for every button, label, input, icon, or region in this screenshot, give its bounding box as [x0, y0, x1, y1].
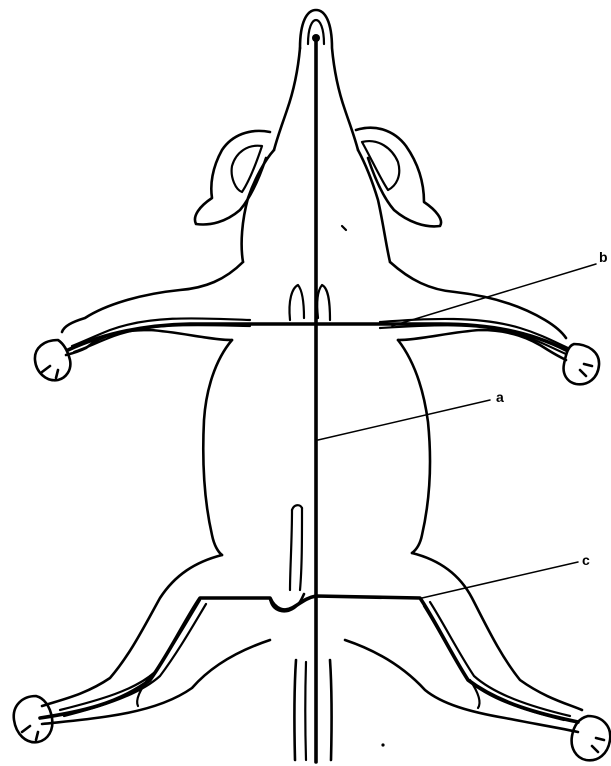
leader-b [392, 264, 596, 326]
right-fore-hoof [564, 344, 599, 384]
label-c: c [582, 552, 590, 568]
left-hind-hoof [14, 696, 53, 742]
right-ear [356, 128, 441, 227]
label-a: a [496, 389, 504, 405]
right-hindleg [345, 553, 610, 760]
leader-a [318, 400, 490, 440]
left-hindleg [14, 555, 270, 742]
left-fore-hoof [35, 340, 70, 380]
stray-dot [381, 743, 384, 746]
label-b: b [599, 249, 608, 265]
left-ear [195, 131, 270, 225]
tail [294, 660, 331, 760]
incision-c-hindlegs [40, 596, 578, 722]
throat-mark [289, 285, 330, 320]
